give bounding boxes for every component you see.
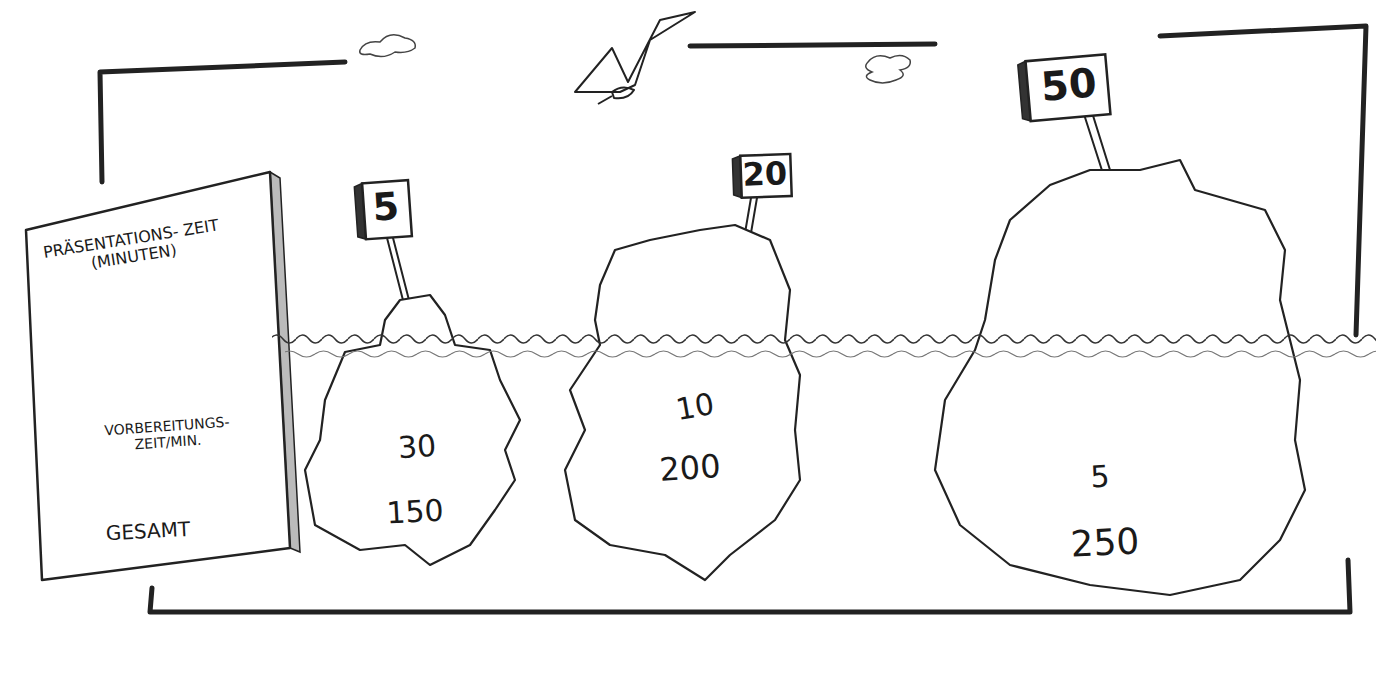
presentation-minutes: 20 xyxy=(740,155,789,193)
bird-body xyxy=(612,87,634,98)
flag-sign: 50 xyxy=(1018,54,1111,121)
total-minutes: 200 xyxy=(634,446,746,490)
cloud xyxy=(866,55,911,83)
frame-line xyxy=(100,62,345,182)
total-minutes: 250 xyxy=(1044,519,1166,567)
preparation-minutes: 5 xyxy=(1059,458,1141,497)
flag-outline xyxy=(362,180,412,239)
iceberg-outline xyxy=(305,295,520,565)
bird-wing xyxy=(575,12,695,92)
iceberg: 5 250 xyxy=(925,150,1310,600)
bird-beak xyxy=(598,96,612,104)
flag-sign: 20 xyxy=(732,154,791,198)
cloud xyxy=(360,35,416,57)
preparation-minutes: 30 xyxy=(376,427,458,467)
total-minutes: 150 xyxy=(364,492,466,532)
iceberg-outline xyxy=(935,160,1305,595)
iceberg: 10200 xyxy=(555,215,805,585)
flag-sign: 5 xyxy=(354,180,412,240)
sign-outline xyxy=(26,172,290,580)
flag-outline xyxy=(740,154,791,198)
iceberg: 30 150 xyxy=(295,290,525,570)
flag-post xyxy=(386,234,410,304)
water-surface xyxy=(285,347,1376,361)
presentation-minutes: 5 xyxy=(362,184,409,231)
flag-outline xyxy=(1026,54,1111,121)
frame-line xyxy=(690,44,935,46)
water-surface xyxy=(272,330,1376,346)
iceberg-outline xyxy=(565,225,800,580)
presentation-minutes: 50 xyxy=(1032,59,1106,111)
sign-board: PRÄSENTATIONS- ZEIT (MINUTEN)VORBEREITUN… xyxy=(18,168,293,588)
